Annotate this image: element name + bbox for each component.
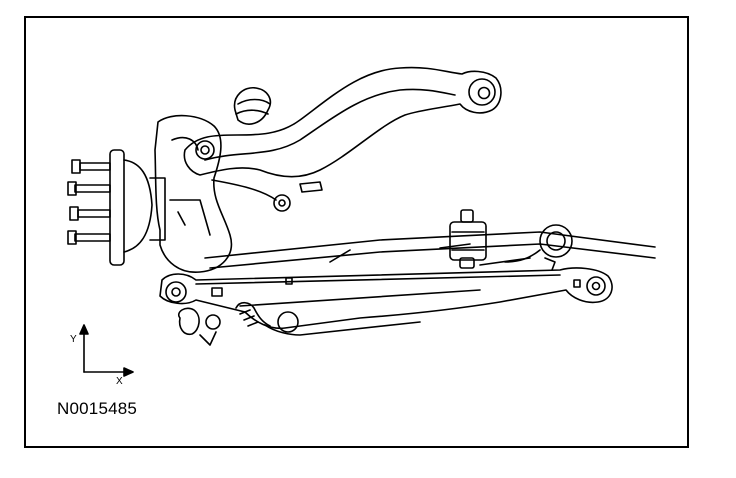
subframe: [204, 231, 656, 269]
upper-control-arm: [183, 66, 502, 178]
lower-control-arm: [159, 267, 613, 330]
toe-link: [504, 224, 573, 271]
figure-frame: [24, 16, 689, 448]
axis-x-label: X: [116, 376, 123, 387]
lower-ball-joint: [178, 307, 221, 346]
axis-y-label: Y: [70, 334, 77, 345]
wheel-hub: [67, 149, 166, 266]
lower-boot: [235, 301, 421, 336]
stabilizer-bar-link: [449, 209, 487, 269]
reference-code: N0015485: [57, 399, 138, 418]
axis-indicator: [79, 324, 134, 377]
upper-ball-joint-boot: [233, 86, 272, 125]
wheel-knuckle: [154, 114, 323, 273]
